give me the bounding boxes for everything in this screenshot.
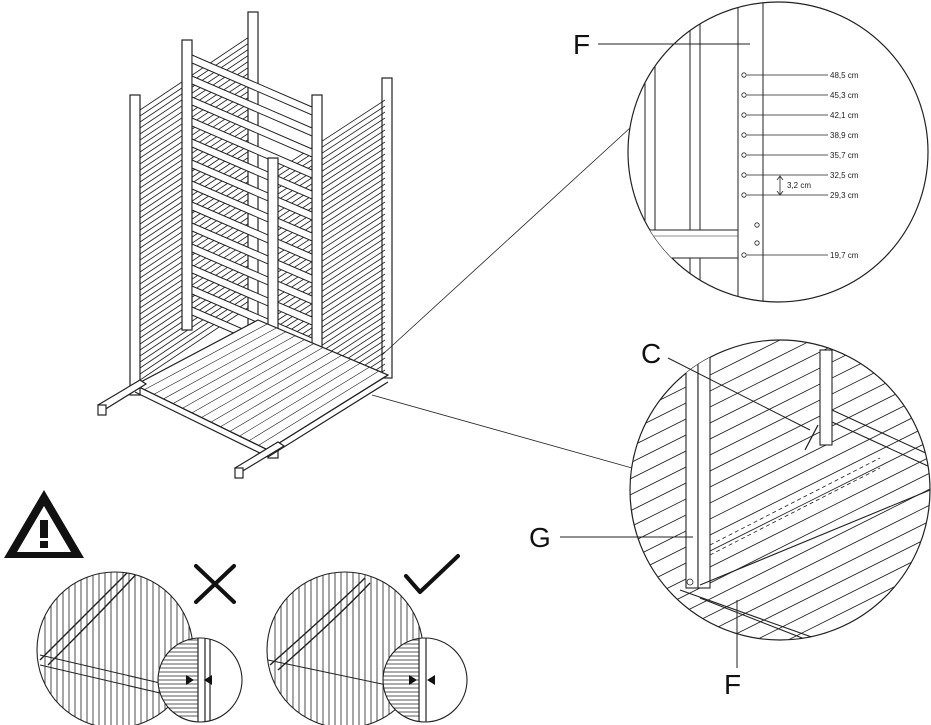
measurement-label: 45,3 cm <box>830 91 859 100</box>
checkmark-icon <box>404 554 460 594</box>
correct-example <box>266 554 468 725</box>
base-frame <box>133 319 390 458</box>
height-hole <box>741 132 747 138</box>
front-side-panel <box>267 157 279 459</box>
gap-label: 3,2 cm <box>787 181 811 190</box>
height-hole <box>741 172 747 178</box>
measurement-label: 42,1 cm <box>830 111 859 120</box>
connector-detail-circle <box>629 339 931 641</box>
warning-triangle-icon <box>4 490 84 558</box>
height-detail-circle: 48,5 cm 45,3 cm 42,1 cm 38,9 cm 35,7 cm 32,5 … <box>627 1 929 303</box>
crib-feet <box>96 379 286 479</box>
height-hole <box>741 252 747 258</box>
height-hole <box>741 72 747 78</box>
svg-text:F: F <box>573 29 590 60</box>
gap-indicator: 3,2 cm <box>776 175 811 196</box>
height-hole <box>741 112 747 118</box>
measurement-label: 19,7 cm <box>830 251 859 260</box>
callout-c: C <box>641 338 811 431</box>
measurement-label: 38,9 cm <box>830 131 859 140</box>
height-hole <box>741 192 747 198</box>
svg-text:F: F <box>724 669 741 700</box>
height-hole <box>741 152 747 158</box>
wrong-example <box>36 564 243 725</box>
callout-f-top: F <box>573 29 750 60</box>
detail-leader-lines <box>371 127 633 469</box>
crib-assembly-drawing <box>96 11 393 479</box>
callout-g: G <box>529 522 693 553</box>
cross-icon <box>194 564 236 604</box>
callout-f-bottom: F <box>724 600 741 700</box>
svg-text:G: G <box>529 522 551 553</box>
measurement-label: 48,5 cm <box>830 71 859 80</box>
measurement-label: 35,7 cm <box>830 151 859 160</box>
svg-text:C: C <box>641 338 661 369</box>
measurement-label: 29,3 cm <box>830 191 859 200</box>
height-hole <box>741 92 747 98</box>
measurement-label: 32,5 cm <box>830 171 859 180</box>
